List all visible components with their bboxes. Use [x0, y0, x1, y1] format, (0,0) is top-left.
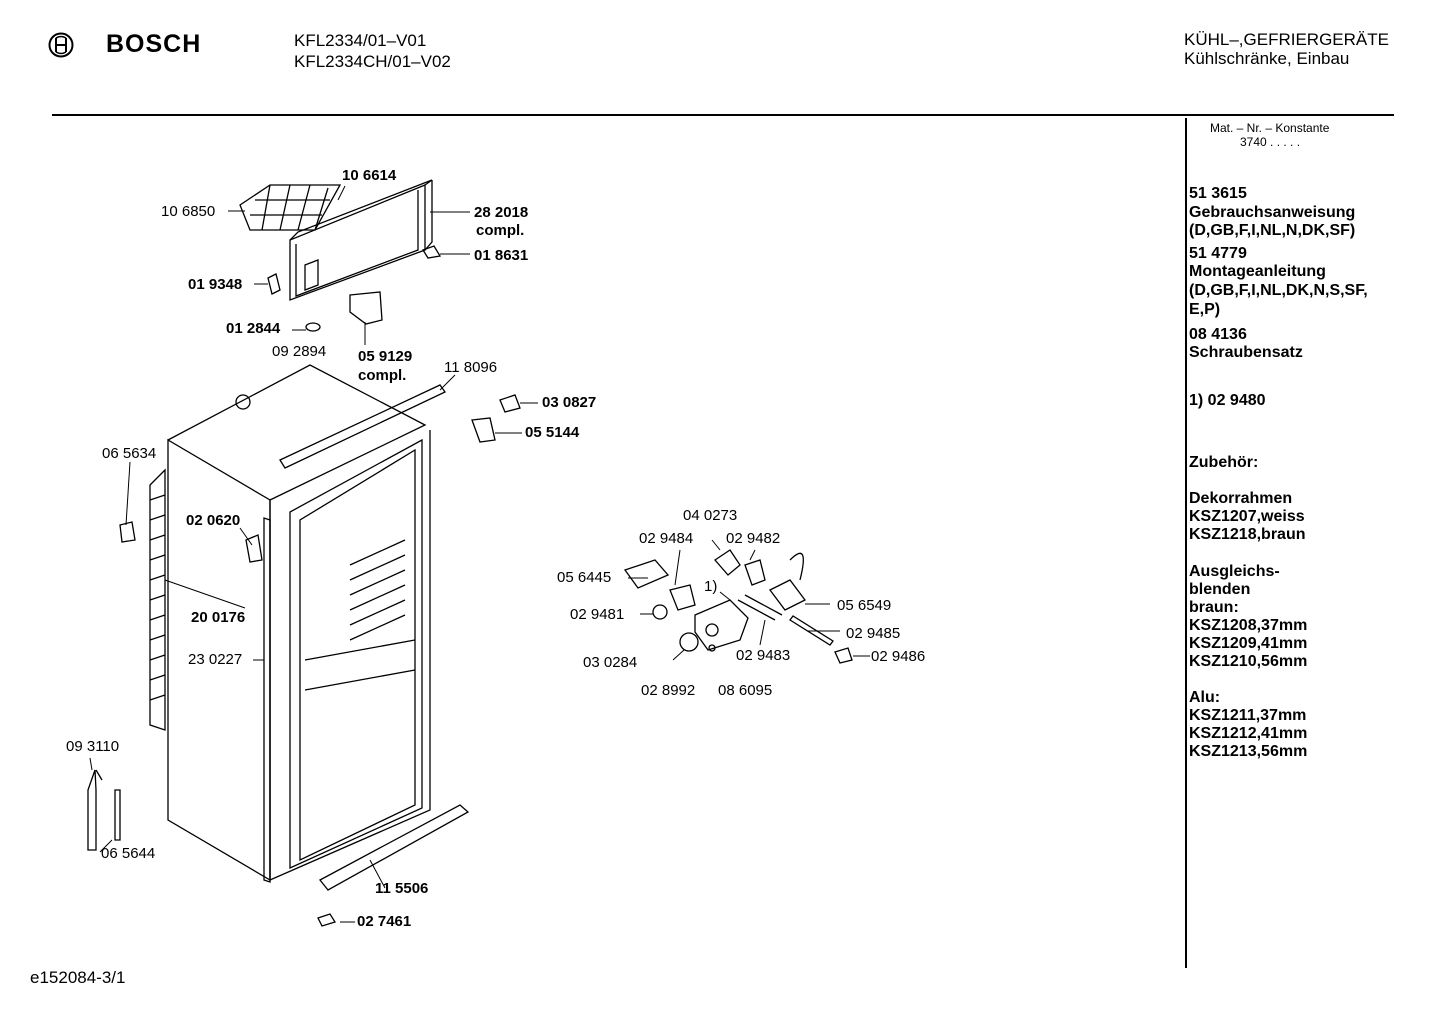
doc-detail-1: (D,GB,F,I,NL,N,DK,SF) [1189, 222, 1356, 239]
doc-text-1: Gebrauchsanweisung [1189, 204, 1356, 221]
doc-detail-2: (D,GB,F,I,NL,DK,N,S,SF, [1189, 282, 1368, 299]
balance-title-2: blenden [1189, 581, 1251, 598]
exploded-parts-diagram [87, 179, 870, 927]
part-label: 02 0620 [186, 512, 241, 529]
alu-item: KSZ1211,37mm [1189, 707, 1307, 724]
accessories-title: Zubehör: [1189, 454, 1259, 471]
ice-tray-drawing [239, 184, 342, 231]
part-label: 06 5644 [101, 845, 156, 862]
part-label: 06 5634 [102, 445, 157, 462]
condenser-drawing [149, 468, 166, 731]
model-number-1: KFL2334/01–V01 [294, 31, 427, 50]
part-label: 08 6095 [718, 682, 773, 699]
plinth-drawing [319, 804, 470, 891]
header-divider [52, 114, 1394, 116]
part-label: 03 0827 [542, 394, 597, 411]
part-label: 01 2844 [226, 320, 281, 337]
part-label: 02 9482 [726, 530, 781, 547]
bosch-logo-icon [48, 32, 74, 58]
small-parts-top [267, 245, 442, 332]
door-seal-strip [263, 517, 271, 883]
part-label: 1) [704, 578, 718, 595]
part-label: 10 6850 [161, 203, 216, 220]
part-label: 02 9484 [639, 530, 694, 547]
part-label: 05 5144 [525, 424, 580, 441]
part-label: 05 9129 [358, 348, 413, 365]
leader-lines [89, 185, 870, 923]
part-label: 28 2018 [474, 204, 529, 221]
doc-text-3: Schraubensatz [1189, 344, 1303, 361]
alu-item: KSZ1212,41mm [1189, 725, 1308, 742]
part-label: 02 9486 [871, 648, 926, 665]
constant-label: Mat. – Nr. – Konstante [1210, 121, 1330, 135]
part-label: 02 9481 [570, 606, 625, 623]
doc-number-3: 08 4136 [1189, 326, 1247, 343]
doc-number-2: 51 4779 [1189, 245, 1247, 262]
decor-item: KSZ1218,braun [1189, 526, 1306, 543]
part-label: 23 0227 [188, 651, 243, 668]
part-label: 10 6614 [342, 167, 397, 184]
part-label: 09 3110 [66, 738, 120, 755]
brand-name: BOSCH [106, 30, 202, 58]
drawing-code: e152084-3/1 [30, 968, 126, 987]
part-label: 20 0176 [191, 609, 246, 626]
part-label: 09 2894 [272, 343, 327, 360]
doc-detail-2b: E,P) [1189, 301, 1221, 318]
part-label: 02 7461 [357, 913, 412, 930]
balance-sub: braun: [1189, 599, 1239, 616]
part-label: 05 6445 [557, 569, 612, 586]
alu-item: KSZ1213,56mm [1189, 743, 1308, 760]
part-label: 01 9348 [188, 276, 243, 293]
balance-item: KSZ1210,56mm [1189, 653, 1308, 670]
part-label: 11 8096 [444, 359, 498, 376]
balance-item: KSZ1209,41mm [1189, 635, 1308, 652]
model-number-2: KFL2334CH/01–V02 [294, 52, 451, 71]
category-title: KÜHL–,GEFRIERGERÄTE [1184, 30, 1389, 49]
hinge-parts-drawing [119, 394, 521, 563]
doc-number-1: 51 3615 [1189, 185, 1247, 202]
constant-value: 3740 . . . . . [1240, 135, 1301, 149]
sidebar-divider [1185, 118, 1187, 968]
decor-item: KSZ1207,weiss [1189, 508, 1305, 525]
part-label: 04 0273 [683, 507, 738, 524]
decor-title: Dekorrahmen [1189, 490, 1293, 507]
alu-title: Alu: [1189, 689, 1221, 706]
freezer-door-drawing [289, 179, 433, 301]
part-label: 11 5506 [375, 880, 429, 897]
category-subtitle: Kühlschränke, Einbau [1184, 49, 1350, 68]
balance-item: KSZ1208,37mm [1189, 617, 1308, 634]
footnote-1: 1) 02 9480 [1189, 392, 1266, 409]
thermostat-group-drawing [623, 549, 853, 664]
sensor-parts-drawing [87, 769, 121, 851]
part-label: 05 6549 [837, 597, 892, 614]
balance-title: Ausgleichs- [1189, 563, 1280, 580]
part-label: 02 8992 [641, 682, 696, 699]
doc-text-2: Montageanleitung [1189, 263, 1326, 280]
part-label: compl. [358, 367, 407, 384]
part-label: 02 9485 [846, 625, 901, 642]
clip-drawing [317, 913, 336, 927]
part-label: 02 9483 [736, 647, 791, 664]
part-label: 03 0284 [583, 654, 638, 671]
part-label: compl. [476, 222, 525, 239]
part-label: 01 8631 [474, 247, 529, 264]
